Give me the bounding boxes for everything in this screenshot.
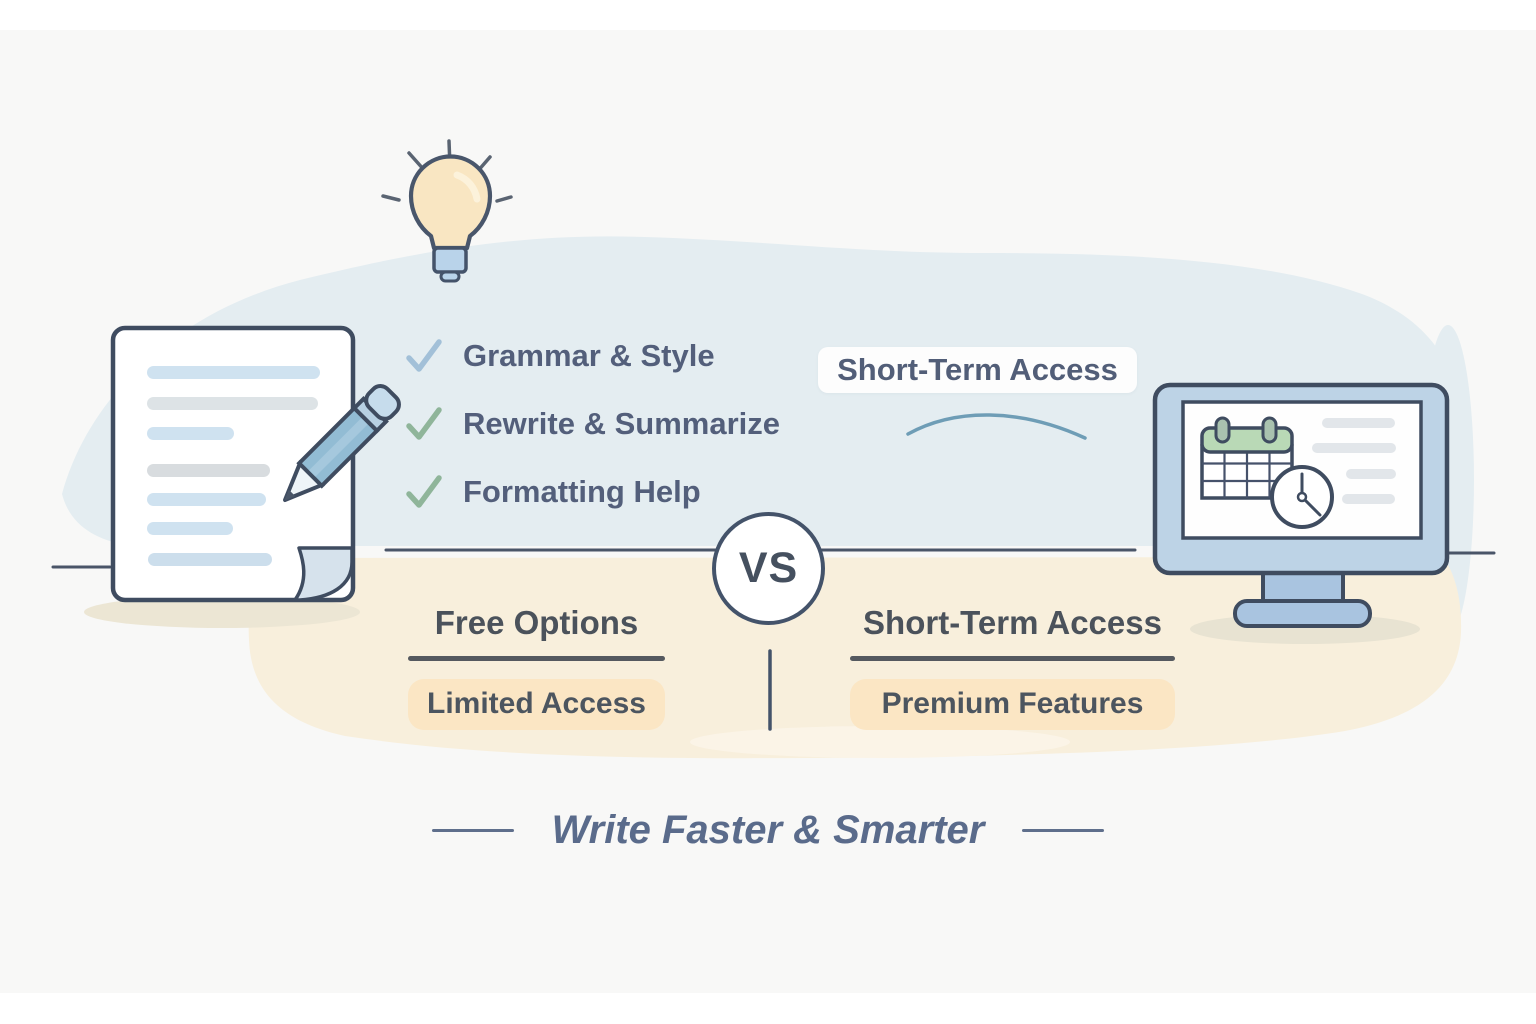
check-icon bbox=[406, 407, 442, 440]
column-title: Free Options bbox=[434, 604, 639, 641]
callout-label: Short-Term Access bbox=[818, 347, 1137, 393]
swoosh-arc bbox=[906, 413, 1087, 440]
column-short-term-access: Short-Term Access Premium Features bbox=[850, 602, 1175, 730]
calendar-grid bbox=[1202, 446, 1292, 498]
column-free-options: Free Options Limited Access bbox=[408, 602, 665, 730]
feature-checklist: Grammar & Style Rewrite & Summarize Form… bbox=[405, 336, 780, 540]
checklist-item: Grammar & Style bbox=[405, 336, 780, 376]
column-underline bbox=[850, 656, 1175, 661]
paper-line bbox=[147, 427, 234, 440]
page-fold bbox=[293, 546, 354, 602]
lightbulb-highlight bbox=[453, 171, 481, 203]
paper-line bbox=[147, 522, 233, 535]
tagline-dash-right bbox=[1022, 828, 1105, 832]
pencil-lead bbox=[284, 489, 296, 501]
pencil-eraser bbox=[364, 384, 401, 421]
monitor-illustration bbox=[1152, 382, 1450, 628]
calendar-ring bbox=[1214, 416, 1231, 444]
paper-line bbox=[147, 366, 320, 379]
tagline: Write Faster & Smarter bbox=[0, 804, 1536, 856]
paper-line bbox=[147, 397, 318, 410]
monitor-base bbox=[1233, 599, 1372, 628]
checklist-item-label: Rewrite & Summarize bbox=[463, 406, 780, 441]
paper-line bbox=[147, 493, 266, 506]
calendar-ring bbox=[1261, 416, 1278, 444]
checklist-item: Rewrite & Summarize bbox=[405, 404, 780, 444]
column-underline bbox=[408, 656, 665, 661]
checklist-item: Formatting Help bbox=[405, 472, 780, 512]
lightbulb-icon bbox=[381, 139, 513, 283]
lightbulb-rays bbox=[381, 139, 513, 203]
pencil-icon bbox=[283, 384, 401, 502]
clock-center-dot bbox=[1296, 491, 1308, 503]
column-badge: Limited Access bbox=[408, 679, 665, 730]
checklist-item-label: Grammar & Style bbox=[463, 338, 715, 373]
clock-icon bbox=[1270, 465, 1334, 529]
document-illustration bbox=[110, 325, 401, 603]
column-badge: Premium Features bbox=[850, 679, 1175, 730]
column-title: Short-Term Access bbox=[863, 604, 1162, 641]
lightbulb-base-tip bbox=[439, 270, 461, 283]
lightbulb-base bbox=[432, 246, 468, 274]
check-icon bbox=[406, 475, 442, 508]
screen-text-line bbox=[1322, 418, 1395, 428]
paper-line bbox=[148, 553, 272, 566]
vs-badge: VS bbox=[712, 512, 825, 625]
check-icon bbox=[406, 339, 442, 372]
screen-text-line bbox=[1312, 443, 1396, 453]
tagline-dash-left bbox=[431, 828, 514, 832]
blue-background-blob bbox=[62, 236, 1462, 546]
tagline-text: Write Faster & Smarter bbox=[551, 807, 985, 852]
pencil-body-stripe bbox=[309, 417, 368, 477]
document-shadow bbox=[84, 596, 360, 628]
paper-line bbox=[147, 464, 270, 477]
screen-text-line bbox=[1342, 494, 1395, 504]
cream-blob-highlight bbox=[690, 726, 1070, 758]
screen-text-line bbox=[1346, 469, 1396, 479]
checklist-item-label: Formatting Help bbox=[463, 474, 701, 509]
